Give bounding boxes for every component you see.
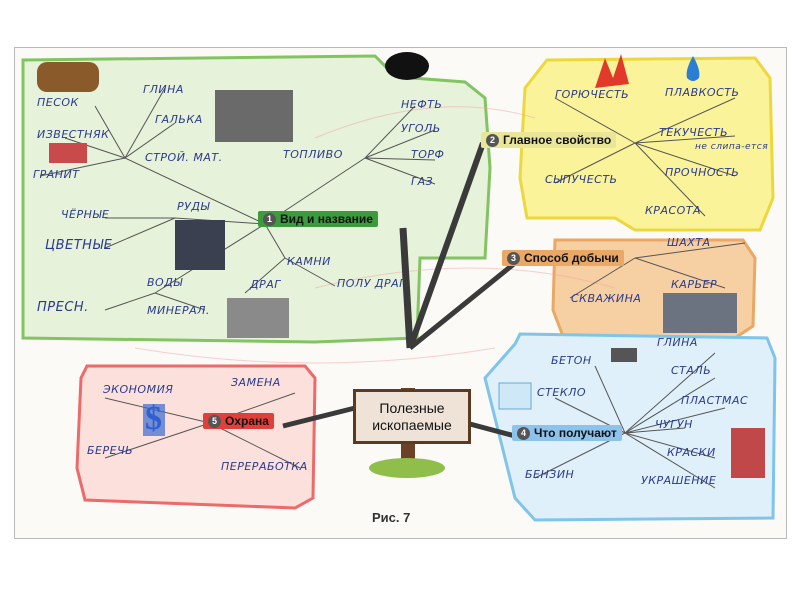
branch-4-label: Что получают [534, 426, 617, 440]
branch-3-title: 3 Способ добычи [502, 250, 624, 266]
label-glina-2: ГЛИНА [657, 336, 698, 349]
branch-line-5 [282, 405, 356, 429]
label-stal: СТАЛЬ [671, 364, 712, 377]
yellow-region [518, 56, 775, 232]
label-presn: ПРЕСН. [37, 300, 89, 315]
label-pesok: ПЕСОК [37, 96, 79, 109]
label-torf: ТОРФ [411, 148, 445, 161]
branch-line-2 [407, 141, 486, 350]
paints-image [731, 428, 765, 478]
branch-3-number: 3 [507, 251, 520, 265]
branch-5-number: 5 [208, 414, 221, 428]
label-rudy: РУДЫ [177, 200, 210, 213]
granite-image [49, 143, 87, 163]
branch-1-number: 1 [263, 212, 276, 226]
gems-image [227, 298, 289, 338]
label-sypuchest: СЫПУЧЕСТЬ [545, 173, 618, 186]
label-drag: ДРАГ [250, 278, 281, 291]
label-tsvetnye: ЦВЕТНЫЕ [45, 238, 113, 253]
label-beton: БЕТОН [551, 354, 592, 367]
label-pererabotka: ПЕРЕРАБОТКА [221, 460, 308, 473]
branch-5-label: Охрана [225, 414, 269, 428]
glass-image [498, 382, 532, 410]
label-goryuchest: ГОРЮЧЕСТЬ [555, 88, 630, 101]
branch-3-label: Способ добычи [524, 251, 619, 265]
label-plastmas: ПЛАСТМАС [681, 394, 749, 407]
dollar-icon: $ [145, 400, 162, 437]
label-zamena: ЗАМЕНА [231, 376, 281, 389]
label-kamni: КАМНИ [287, 255, 331, 268]
red-region [75, 364, 317, 510]
branch-line-1 [399, 227, 414, 349]
label-mineral: МИНЕРАЛ. [147, 304, 210, 317]
label-shakhta: ШАХТА [667, 236, 711, 249]
label-kraski: КРАСКИ [667, 446, 716, 459]
label-galka: ГАЛЬКА [155, 113, 203, 126]
label-tekuchest: ТЕКУЧЕСТЬ [659, 126, 729, 139]
branch-2-label: Главное свойство [503, 133, 612, 147]
label-toplivo: ТОПЛИВО [283, 148, 343, 161]
branch-4-title: 4 Что получают [512, 425, 622, 441]
branch-5-title: 5 Охрана [203, 413, 274, 429]
label-izvestnyak: ИЗВЕСТНЯК [37, 128, 110, 141]
branch-2-title: 2 Главное свойство [481, 132, 617, 148]
label-ekonomiya: ЭКОНОМИЯ [103, 383, 174, 396]
label-krasota: КРАСОТА [645, 204, 702, 217]
label-ne-slipaetsya: не слипа-ется [695, 142, 769, 152]
ore-image [175, 220, 225, 270]
label-granit: ГРАНИТ [33, 168, 80, 181]
blue-region [483, 332, 777, 522]
branch-line-3 [408, 261, 517, 350]
drop-image [686, 56, 700, 81]
fire-image [595, 54, 629, 88]
branch-4-number: 4 [517, 426, 530, 440]
oil-barrel-image [385, 52, 429, 80]
label-polu-drag: ПОЛУ ДРАГ [337, 277, 406, 290]
mind-map-drawing [21, 52, 777, 522]
label-berech: БЕРЕЧЬ [87, 444, 134, 457]
grass-patch [369, 458, 445, 478]
pebbles-image [215, 90, 293, 142]
figure-caption: Рис. 7 [372, 510, 411, 525]
branch-2-number: 2 [486, 133, 499, 147]
dollar-icon-drawing [143, 404, 165, 436]
label-ugol: УГОЛЬ [401, 122, 441, 135]
label-ukrashenie: УКРАШЕНИЕ [641, 474, 717, 487]
label-skvazhina: СКВАЖИНА [571, 292, 642, 305]
label-neft: НЕФТЬ [401, 98, 443, 111]
center-line-2: ископаемые [372, 417, 452, 433]
mind-map-figure: 1 Вид и название 2 Главное свойство 3 Сп… [14, 47, 787, 539]
label-plavkost: ПЛАВКОСТЬ [665, 86, 740, 99]
label-chugun: ЧУГУН [655, 418, 693, 431]
label-chernye: ЧЁРНЫЕ [61, 208, 110, 221]
concrete-image [611, 348, 637, 362]
label-gaz: ГАЗ [411, 175, 434, 188]
label-prochnost: ПРОЧНОСТЬ [665, 166, 740, 179]
label-karer: КАРЬЕР [671, 278, 718, 291]
label-vody: ВОДЫ [147, 276, 183, 289]
branch-1-label: Вид и название [280, 212, 373, 226]
label-steklo: СТЕКЛО [537, 386, 587, 399]
center-line-1: Полезные [379, 400, 445, 416]
label-glina-1: ГЛИНА [143, 83, 184, 96]
branch-1-title: 1 Вид и название [258, 211, 378, 227]
quarry-image [663, 293, 737, 333]
label-stroy-mat: СТРОЙ. МАТ. [145, 151, 223, 164]
center-node: Полезные ископаемые [353, 389, 471, 444]
sand-image [37, 62, 99, 92]
label-benzin: БЕНЗИН [525, 468, 575, 481]
